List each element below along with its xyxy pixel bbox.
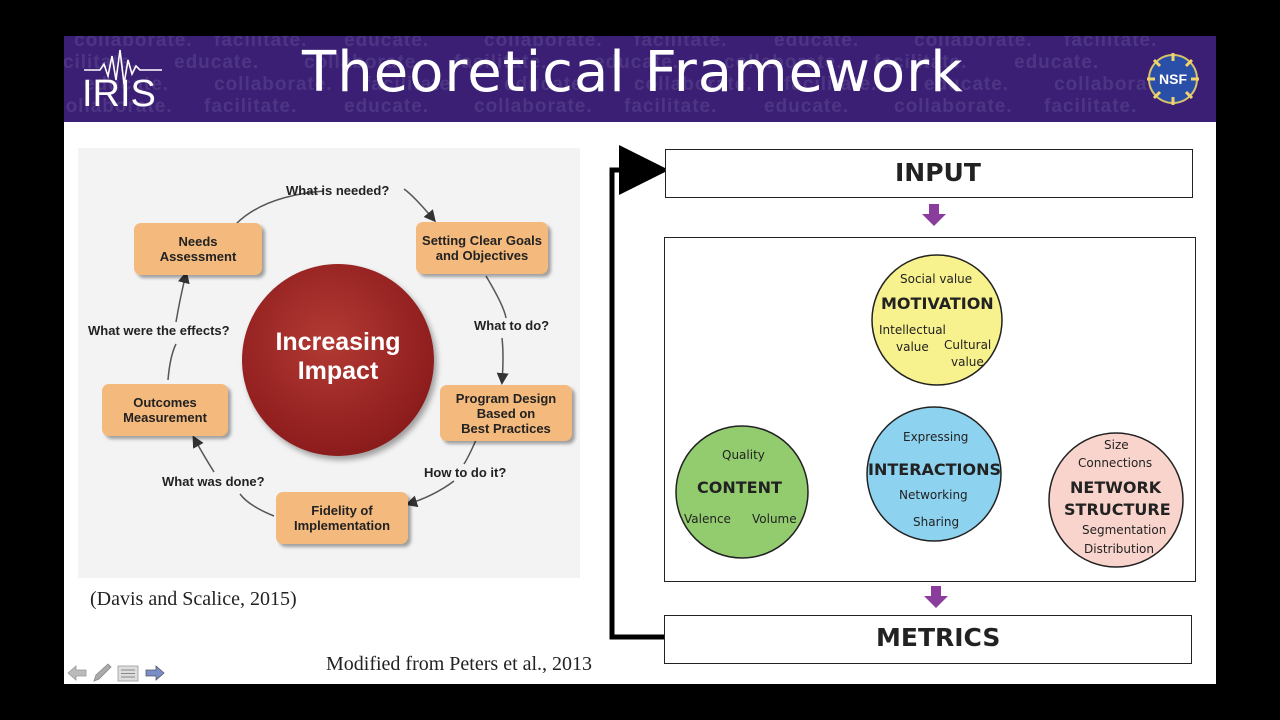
banner-word: collaborate. [474, 96, 593, 117]
slide: collaborate. facilitate. educate. collab… [64, 36, 1216, 684]
banner-word: educate. [924, 74, 1010, 95]
network-text: Connections [1078, 456, 1153, 470]
interactions-title: INTERACTIONS [868, 460, 1002, 479]
banner-word: educate. [774, 36, 860, 51]
left-citation: (Davis and Scalice, 2015) [90, 588, 297, 610]
banner-word: facilitate. [874, 52, 968, 73]
motivation-circle [871, 254, 1003, 386]
cycle-arrows [167, 188, 1216, 517]
content-text: Quality [722, 448, 765, 462]
page-title: Theoretical Framework [302, 40, 964, 105]
banner-word: collaborate. [304, 52, 423, 73]
banner-word: facilitate. [204, 96, 298, 117]
step-label: Needs [178, 234, 218, 249]
content-text: Valence [684, 512, 731, 526]
banner-word: facilitate. [364, 74, 458, 95]
banner-word: facilitate. [784, 74, 878, 95]
banner-word: collaborate. [484, 36, 603, 51]
framework-circles [675, 254, 1184, 568]
banner-word: collaborate. [1054, 74, 1173, 95]
header-banner: collaborate. facilitate. educate. collab… [64, 36, 1216, 122]
step-label: Best Practices [461, 420, 551, 436]
forward-arrow-icon[interactable] [145, 665, 165, 681]
iris-logo: IRIS [82, 49, 162, 114]
banner-word: educate. [764, 96, 850, 117]
svg-text:IRIS: IRIS [82, 73, 156, 114]
metrics-label: METRICS [876, 623, 1001, 652]
network-title: NETWORK [1070, 478, 1162, 497]
motivation-text: value [896, 340, 929, 354]
input-label: INPUT [895, 158, 981, 187]
question-label: What were the effects? [88, 323, 230, 338]
network-text: Segmentation [1082, 523, 1167, 537]
step-label: Setting Clear Goals [422, 233, 542, 248]
motivation-text: Intellectual [879, 323, 946, 337]
interactions-text: Networking [899, 488, 968, 502]
question-label: What to do? [474, 318, 550, 333]
interactions-text: Sharing [913, 515, 960, 529]
banner-word: facilitate. [454, 52, 548, 73]
network-title: STRUCTURE [1064, 500, 1171, 519]
banner-word: educate. [84, 74, 170, 95]
back-arrow-icon[interactable] [67, 665, 87, 681]
step-label: Measurement [123, 410, 207, 425]
network-text: Distribution [1084, 542, 1155, 556]
slide-nav [67, 663, 165, 682]
increasing-impact-circle [242, 264, 434, 456]
step-label: Assessment [159, 249, 237, 264]
content-text: Volume [752, 512, 797, 526]
content-title: CONTENT [697, 478, 782, 497]
banner-word: educate. [344, 36, 430, 51]
banner-word: educate. [594, 52, 680, 73]
banner-word: educate. [504, 74, 590, 95]
motivation-text: Social value [900, 272, 973, 286]
banner-word: educate. [174, 52, 260, 73]
interactions-circle [866, 406, 1002, 542]
network-text: Size [1104, 438, 1129, 452]
banner-word: collaborate. [634, 74, 753, 95]
banner-word: educate. [1014, 52, 1100, 73]
banner-word: collaborate. [724, 52, 843, 73]
step-label: and Objectives [435, 248, 529, 263]
step-label: Fidelity of [311, 503, 373, 518]
motivation-text: Cultural [944, 338, 992, 352]
network-circle [1048, 432, 1184, 568]
banner-word: collaborate. [914, 36, 1033, 51]
nsf-logo: NSF [1147, 53, 1199, 105]
banner-word: facilitate. [1064, 36, 1158, 51]
menu-icon[interactable] [117, 665, 139, 682]
step-label: Program Design [455, 390, 557, 406]
content-circle [675, 425, 809, 559]
step-label: Outcomes [133, 395, 197, 410]
banner-word: facilitate. [624, 96, 718, 117]
banner-word: educate. [344, 96, 430, 117]
banner-word: facilitate. [1044, 96, 1138, 117]
banner-word: facilitate. [634, 36, 728, 51]
step-label: Based on [476, 405, 536, 421]
metrics-box [664, 615, 1192, 664]
svg-text:NSF: NSF [1159, 71, 1187, 87]
interactions-text: Expressing [903, 430, 969, 444]
question-label: How to do it? [424, 465, 507, 480]
step-label: Implementation [293, 518, 391, 533]
banner-word: collaborate. [74, 36, 193, 51]
pen-icon[interactable] [93, 663, 112, 682]
banner-word: collaborate. [894, 96, 1013, 117]
banner-word: collaborate. [64, 96, 173, 117]
input-box [665, 149, 1193, 198]
banner-word: collaborate. [214, 74, 333, 95]
motivation-text: value [951, 355, 984, 369]
question-label: What is needed? [286, 183, 390, 198]
banner-word: facilitate. [214, 36, 308, 51]
right-citation: Modified from Peters et al., 2013 [326, 653, 593, 675]
question-label: What was done? [162, 474, 265, 489]
motivation-title: MOTIVATION [881, 294, 994, 313]
